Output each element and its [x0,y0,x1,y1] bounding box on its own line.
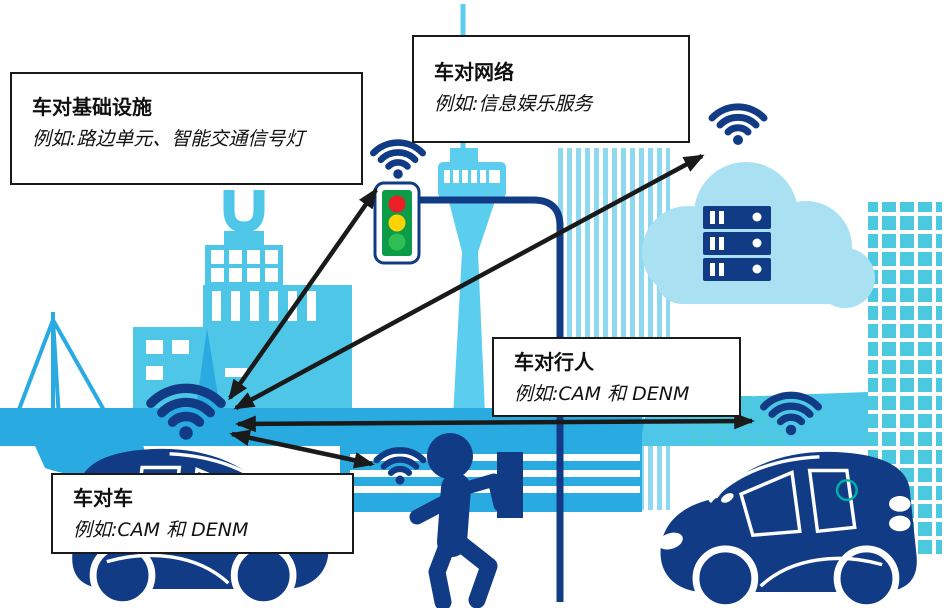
arrow-v2n [233,154,705,410]
label-example: 例如:路边单元、智能交通信号灯 [32,128,305,150]
label-box-v2v: 车对车 例如:CAM 和 DENM [51,473,354,554]
label-box-v2i: 车对基础设施 例如:路边单元、智能交通信号灯 [10,72,363,185]
label-title: 车对车 [73,486,133,510]
arrow-v2p [229,429,375,469]
label-box-v2n: 车对网络 例如:信息娱乐服务 [412,35,690,143]
label-title: 车对行人 [514,350,594,374]
label-example: 例如:CAM 和 DENM [514,383,690,405]
wifi-traffic-light-icon [373,143,422,179]
label-example: 例如:CAM 和 DENM [73,519,249,541]
pedestrian-icon [409,433,507,608]
server-stack-icon [703,206,771,281]
u-crane-icon [223,190,265,233]
right-car-icon [656,452,917,608]
label-title: 车对网络 [434,60,514,84]
wifi-cloud-icon [712,107,764,145]
traffic-light-icon [373,181,421,265]
label-title: 车对基础设施 [32,95,152,119]
arrow-v2v [235,412,755,433]
label-example: 例如:信息娱乐服务 [434,93,593,115]
label-box-v2p: 车对行人 例如:CAM 和 DENM [492,337,741,417]
